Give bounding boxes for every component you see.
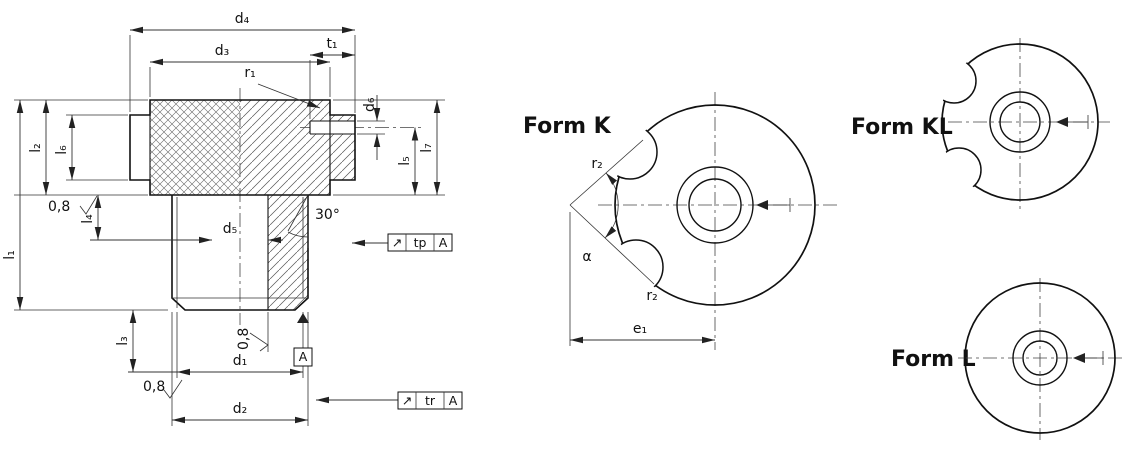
form-l-outer-circle [964, 282, 1116, 434]
dim-label-d2: d₂ [233, 401, 248, 417]
dim-label-d3: d₃ [215, 43, 230, 59]
datum-a-label: A [299, 349, 308, 364]
form-l-direction-arrow-icon [1073, 351, 1104, 365]
surface-finish-value: 0,8 [236, 328, 252, 350]
surface-finish-mark-1: 0,8 [48, 195, 98, 215]
dim-label-d1: d₁ [233, 353, 248, 369]
frame-tr-arrow-icon: ↗ [402, 393, 412, 408]
dim-label-e1: e₁ [633, 321, 647, 337]
form-kl-view: Form KL [851, 38, 1110, 212]
datum-a-box [293, 347, 313, 367]
dim-label-l5: l₅ [397, 156, 413, 166]
dim-label-l3: l₃ [115, 336, 131, 346]
surface-finish-value: 0,8 [48, 199, 70, 215]
dim-label-alpha: α [582, 249, 591, 265]
dim-label-l7: l₇ [419, 143, 435, 153]
form-k-hole-inner [688, 178, 742, 232]
dim-label-30deg: 30° [315, 207, 340, 223]
dim-label-d4: d₄ [235, 11, 250, 27]
shank-outline [171, 195, 309, 311]
dim-label-r2-upper: r₂ [591, 156, 602, 172]
dim-label-l4: l₄ [80, 214, 96, 224]
cross-hole-bore [310, 121, 355, 134]
form-k-title: Form K [523, 114, 612, 139]
form-kl-notch-upper [940, 58, 977, 104]
cone-edge-line [287, 194, 309, 232]
form-k-direction-arrow-icon [756, 198, 791, 212]
form-l-hole-outer [1012, 330, 1068, 386]
form-k-r2-line-upper [569, 139, 644, 206]
shank-section-hatch [268, 195, 308, 310]
dim-label-l1: l₁ [2, 250, 18, 260]
frame-tp-arrow-icon: ↗ [392, 235, 402, 250]
dim-label-d6: d₆ [362, 97, 378, 112]
form-l-hole-inner [1022, 340, 1058, 376]
tolerance-frame-tp: ↗ tp A [352, 233, 453, 252]
form-l-title: Form L [891, 347, 976, 372]
dimension-lines [16, 26, 441, 424]
form-kl-hole-outer [989, 91, 1051, 153]
form-kl-direction-arrow-icon [1056, 115, 1089, 129]
tolerance-frame-tr: ↗ tr A [316, 391, 463, 410]
form-k-r2-line-lower [569, 204, 655, 285]
dim-label-l2: l₂ [28, 143, 44, 153]
dim-label-d5: d₅ [223, 221, 238, 237]
form-kl-notch-lower [940, 147, 982, 193]
surface-finish-mark-3: 0,8 [143, 379, 183, 399]
datum-a-marker: A [293, 313, 313, 367]
surface-finish-mark-2: 0,8 [236, 328, 269, 352]
frame-tr-datum: A [449, 393, 458, 408]
angle-arc [287, 231, 309, 238]
surface-finish-value: 0,8 [143, 379, 165, 395]
knurl-pattern-area [150, 100, 240, 195]
form-kl-title: Form KL [851, 115, 953, 140]
frame-tr-label: tr [425, 393, 436, 408]
dim-label-r1: r₁ [244, 65, 255, 81]
dim-label-l6: l₆ [54, 145, 70, 155]
form-l-view: Form L [891, 278, 1125, 440]
extension-lines [14, 35, 445, 426]
frame-tp-label: tp [414, 235, 427, 250]
form-k-view: Form K r₂ r₂ α e₁ [523, 92, 838, 350]
form-k-alpha-arc [604, 172, 619, 239]
form-kl-outer-circle [941, 43, 1099, 201]
frame-tp-datum: A [439, 235, 448, 250]
main-section-view: 30° [2, 11, 463, 426]
dim-label-r2-lower: r₂ [646, 288, 657, 304]
datum-triangle [297, 313, 309, 323]
form-k-hole-outer [676, 166, 754, 244]
dim-label-t1: t₁ [326, 36, 337, 52]
form-kl-hole-inner [999, 101, 1041, 143]
